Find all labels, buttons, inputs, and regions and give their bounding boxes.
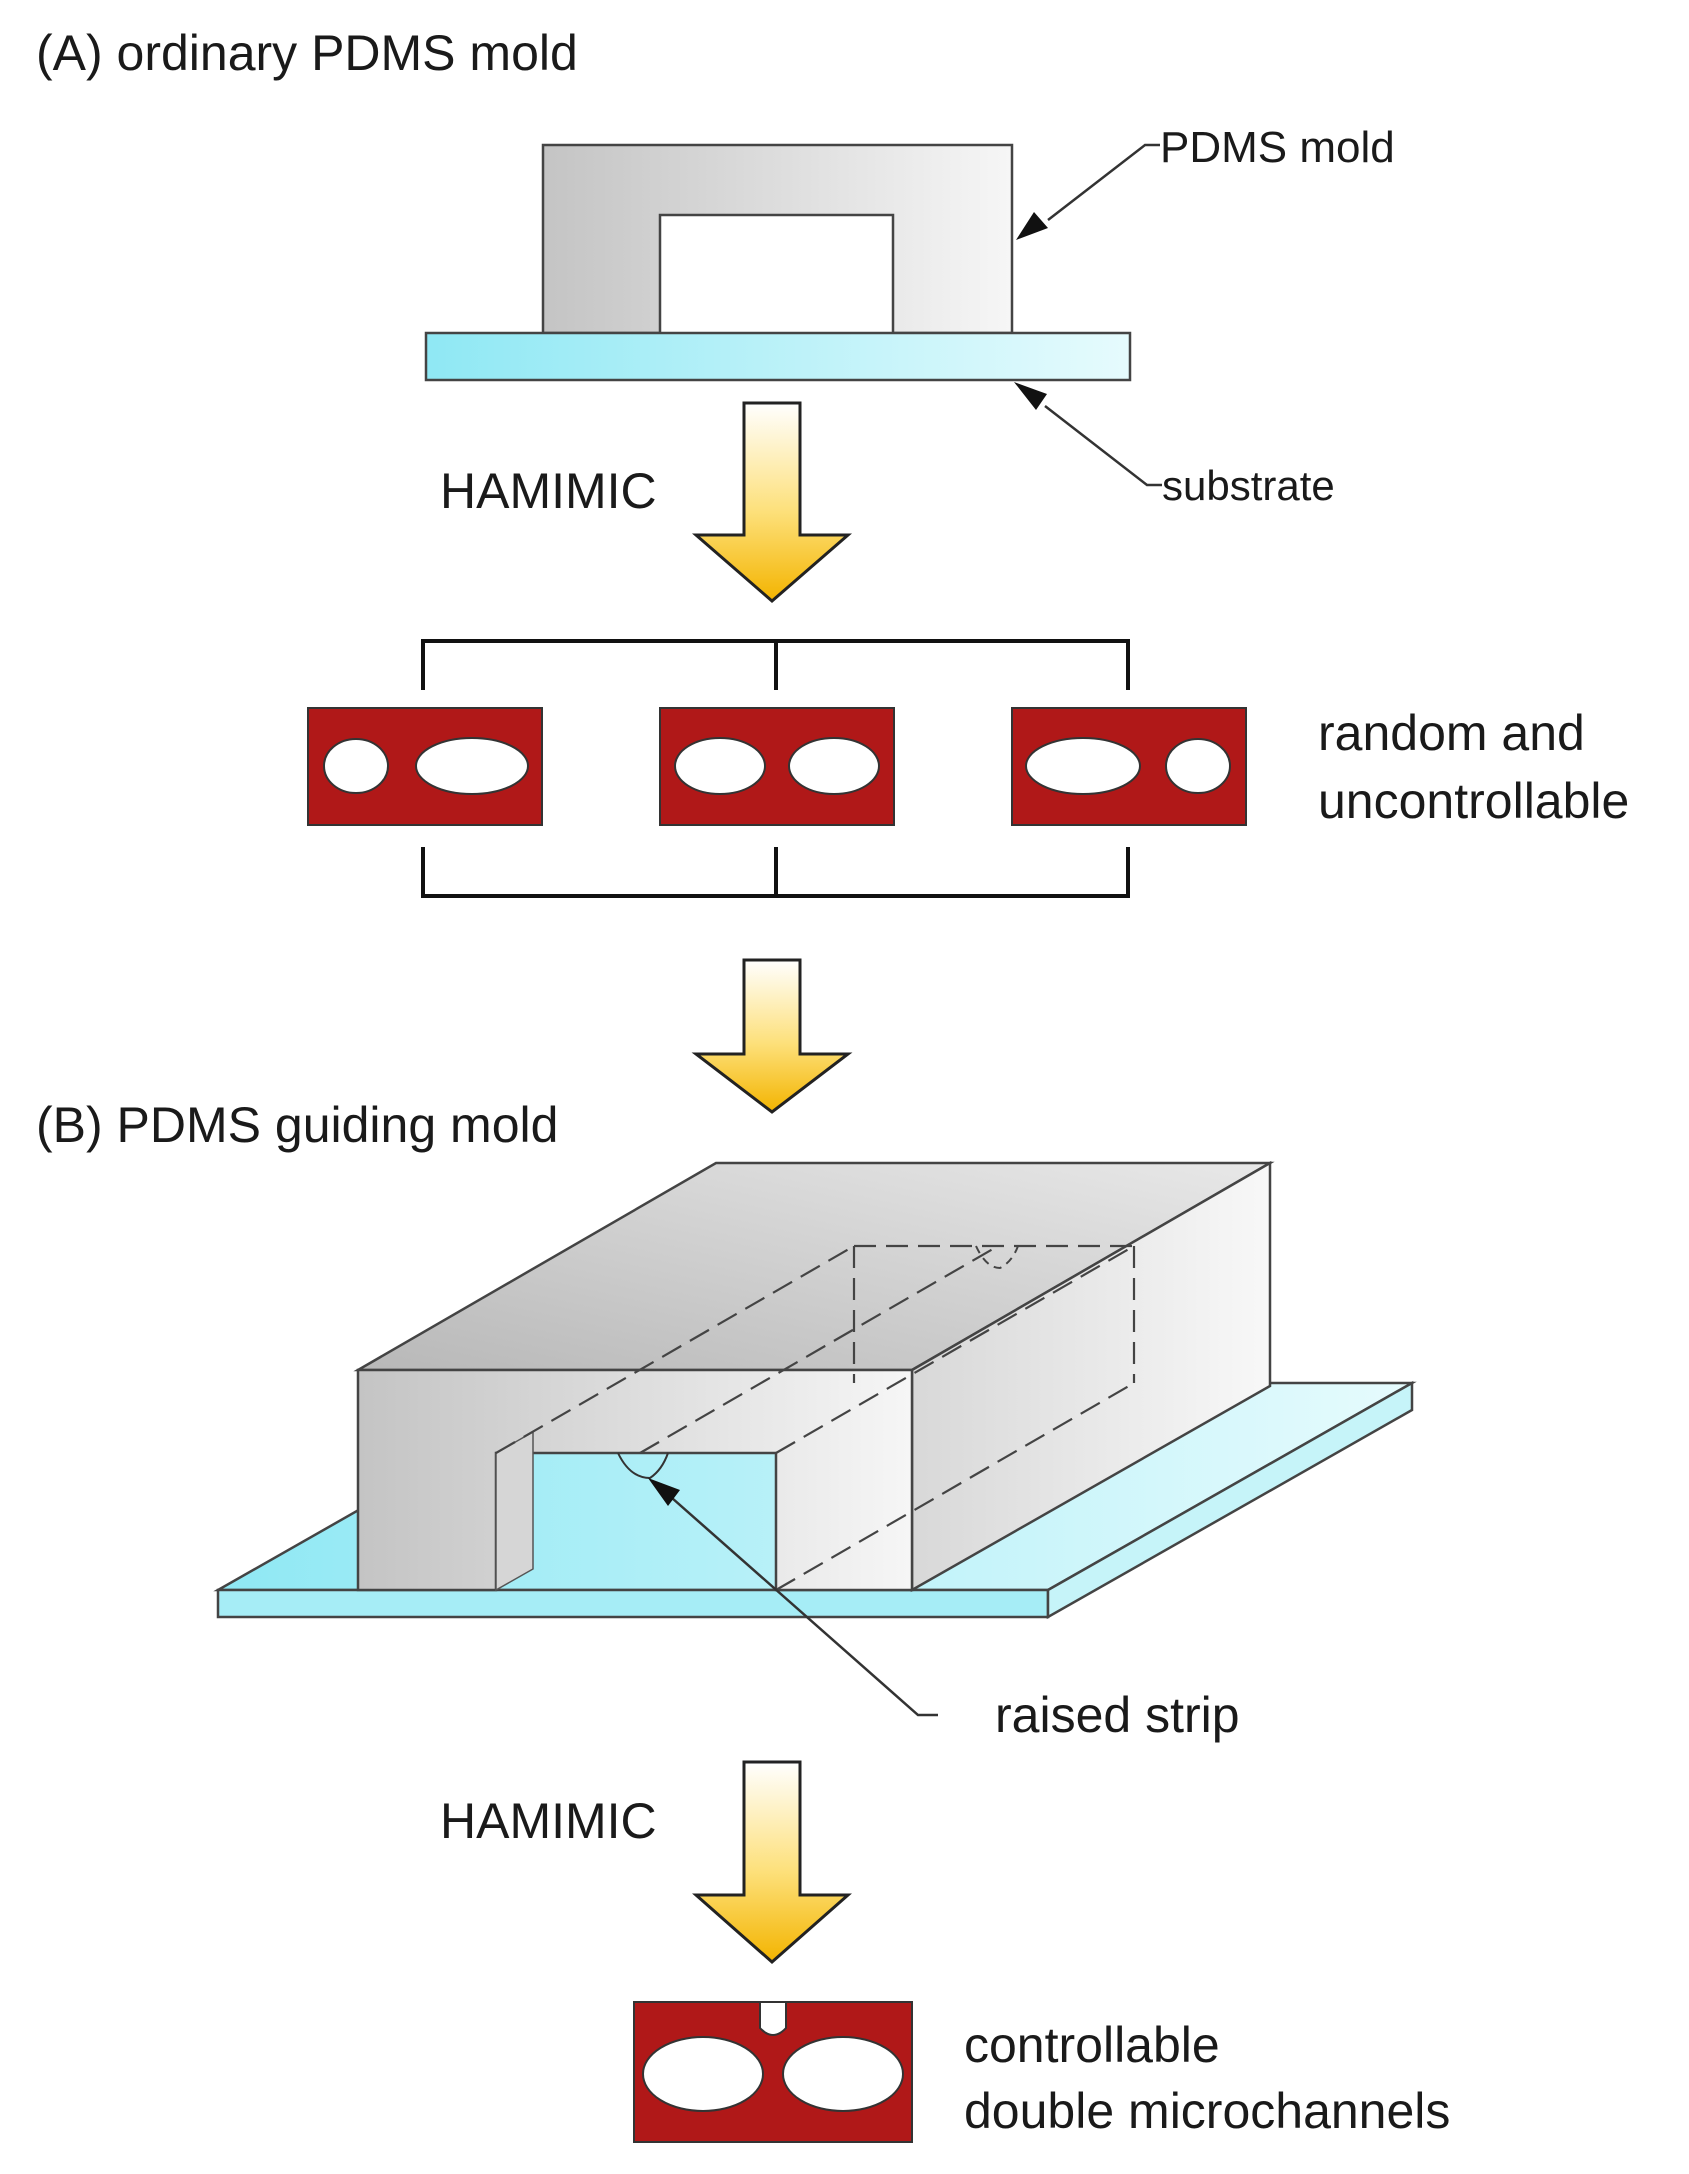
raised-strip-leader bbox=[648, 1478, 938, 1717]
random-outcome-1 bbox=[307, 707, 543, 826]
random-outcome-label-line1: random and bbox=[1318, 705, 1585, 761]
substrate-slab bbox=[424, 331, 1132, 382]
controlled-outcome-label-line2: double microchannels bbox=[964, 2083, 1450, 2139]
pdms-mold-cross-section bbox=[541, 143, 1014, 335]
process-arrow-1 bbox=[691, 401, 853, 603]
panel-a-title: (A) ordinary PDMS mold bbox=[36, 25, 578, 81]
substrate-label: substrate bbox=[1162, 462, 1335, 509]
random-outcome-3 bbox=[1011, 707, 1247, 826]
controlled-outcome bbox=[633, 2001, 913, 2143]
substrate-leader bbox=[1014, 382, 1162, 487]
pdms-mold-label: PDMS mold bbox=[1160, 123, 1395, 172]
outcome-bracket-bottom bbox=[421, 847, 1130, 898]
random-outcome-2 bbox=[659, 707, 895, 826]
raised-strip-label: raised strip bbox=[995, 1687, 1240, 1743]
pdms-mold-leader bbox=[1016, 143, 1160, 240]
hamimic-label-1: HAMIMIC bbox=[440, 463, 657, 519]
outcome-bracket-top bbox=[421, 639, 1130, 690]
pdms-guiding-mold-3d bbox=[353, 1160, 1275, 1593]
panel-b-title: (B) PDMS guiding mold bbox=[36, 1097, 558, 1153]
process-arrow-3 bbox=[692, 1760, 852, 1964]
hamimic-label-2: HAMIMIC bbox=[440, 1793, 657, 1849]
process-arrow-2 bbox=[691, 958, 853, 1114]
controlled-outcome-label-line1: controllable bbox=[964, 2017, 1220, 2073]
random-outcome-label-line2: uncontrollable bbox=[1318, 773, 1629, 829]
